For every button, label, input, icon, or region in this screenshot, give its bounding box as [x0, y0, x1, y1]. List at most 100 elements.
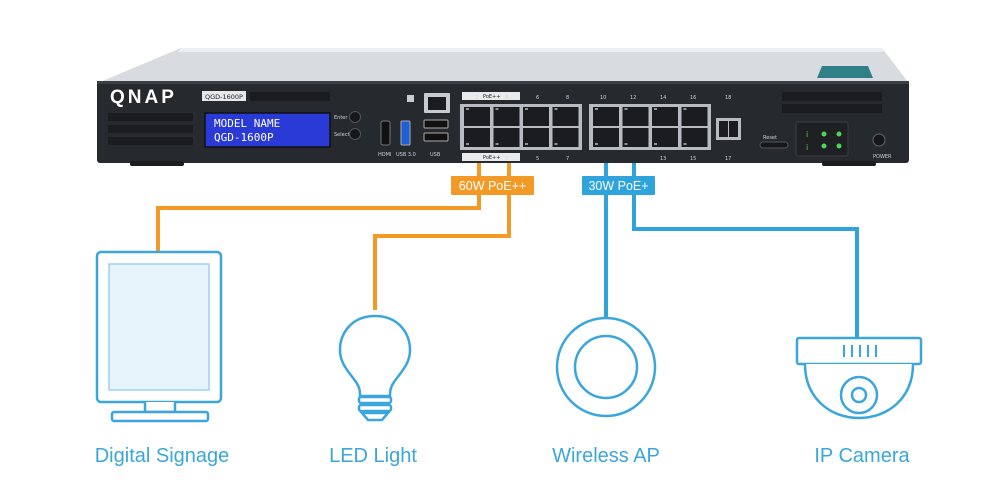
enter-button[interactable]: [349, 111, 361, 123]
model-tag: QGD-1600P: [205, 93, 243, 101]
port-number-label: 6: [536, 95, 539, 101]
port-led: [554, 143, 558, 145]
port-number-label: 16: [690, 95, 696, 101]
status-led-1: i: [806, 130, 808, 139]
port-number-label: 14: [660, 95, 666, 101]
port-number-label: 12: [630, 95, 636, 101]
port-led: [683, 143, 687, 145]
rj45-port[interactable]: [593, 107, 619, 126]
port-led: [466, 108, 469, 110]
rj45-port[interactable]: [652, 128, 678, 147]
port-number-label: 10: [600, 95, 606, 101]
switch-foot-left: [130, 161, 184, 166]
rj45-port[interactable]: [464, 107, 490, 126]
switch-top-surface: [100, 48, 908, 82]
rj45-port[interactable]: [652, 107, 678, 126]
port-number-label: 18: [725, 95, 731, 101]
hdmi-port[interactable]: [380, 120, 391, 146]
lcd-screen: [204, 112, 331, 148]
usb-port-1[interactable]: [423, 119, 449, 129]
sfp-port-2[interactable]: [729, 121, 738, 137]
port-number-label: 15: [690, 156, 696, 162]
port-led: [654, 143, 657, 145]
port-number-label: 7: [566, 156, 569, 162]
power-button[interactable]: [872, 133, 886, 147]
port-led: [525, 143, 528, 145]
port-led: [624, 143, 628, 145]
hdmi-label: HDMI: [378, 152, 391, 158]
usb-label: USB: [430, 152, 441, 158]
device-label-led-light: LED Light: [329, 445, 417, 467]
rj45-port[interactable]: [493, 107, 520, 126]
switch-sticker: [817, 66, 873, 78]
port-led: [466, 143, 469, 145]
port-led: [495, 143, 499, 145]
rj45-port[interactable]: [523, 128, 549, 147]
port-led: [495, 108, 499, 110]
port-led: [595, 143, 598, 145]
port-number-label: 8: [566, 95, 569, 101]
vent-grille-right: [782, 92, 882, 113]
rj45-port[interactable]: [681, 107, 708, 126]
rj45-port[interactable]: [593, 128, 619, 147]
port-led: [554, 108, 558, 110]
lcd-line-1: MODEL NAME: [214, 117, 280, 130]
rj45-block-2: [589, 104, 711, 150]
status-led-panel: [795, 121, 849, 157]
rj45-port[interactable]: [464, 128, 490, 147]
switch-foot-right: [822, 161, 876, 166]
rj45-port[interactable]: [552, 128, 579, 147]
rj45-block-1: [460, 104, 582, 150]
brand-logo: QNAP: [110, 87, 177, 108]
port-led: [624, 108, 628, 110]
poe-tag-top: PoE++: [483, 94, 500, 100]
usb3-port[interactable]: [400, 120, 411, 146]
rj45-port[interactable]: [681, 128, 708, 147]
light-bulb-icon: [338, 314, 412, 422]
usb-port-2[interactable]: [423, 132, 449, 142]
port-number-label: 4: [505, 95, 508, 101]
reset-button[interactable]: [759, 141, 789, 149]
line-to-digital-signage: [156, 137, 481, 252]
sfp-ports: [716, 118, 741, 140]
usb3-label: USB 3.0: [396, 152, 416, 158]
monitor-icon: [95, 250, 223, 423]
lcd-line-2: QGD-1600P: [214, 131, 274, 144]
blue-poe-lines: [604, 137, 859, 338]
device-label-wireless-ap: Wireless AP: [552, 445, 660, 467]
select-button-label: Select: [334, 132, 349, 138]
ip-camera-icon: [795, 336, 923, 420]
port-number-label: 13: [660, 156, 666, 162]
port-led: [525, 108, 528, 110]
port-number-label: 5: [536, 156, 539, 162]
wireless-ap-icon: [555, 316, 657, 418]
rj45-port[interactable]: [523, 107, 549, 126]
port-led: [595, 108, 598, 110]
line-to-ip-camera: [632, 137, 859, 338]
vent-grille-left: [108, 92, 330, 145]
badge-30w-poe: 30W PoE+: [582, 176, 655, 195]
status-led-2: i: [806, 143, 808, 152]
port-number-label: 3: [505, 156, 508, 162]
badge-60w-poe: 60W PoE++: [451, 176, 534, 195]
select-button[interactable]: [349, 128, 361, 140]
rj45-port[interactable]: [493, 128, 520, 147]
enter-button-label: Enter: [334, 115, 348, 121]
device-label-ip-camera: IP Camera: [814, 445, 910, 467]
poe-tag-bottom: PoE++: [483, 155, 500, 161]
port-led: [683, 108, 687, 110]
device-label-digital-signage: Digital Signage: [95, 445, 230, 467]
port-number-label: 17: [725, 156, 731, 162]
port-number-label: 2: [475, 95, 478, 101]
rj45-port[interactable]: [622, 107, 649, 126]
power-label: POWER: [873, 154, 892, 160]
rj45-port[interactable]: [622, 128, 649, 147]
rj45-port[interactable]: [552, 107, 579, 126]
badge-60w-poe-text: 60W PoE++: [459, 179, 526, 193]
badge-30w-poe-text: 30W PoE+: [588, 179, 648, 193]
network-switch: QNAP QGD-1600P MODEL NAME QGD-1600P Ente…: [97, 48, 909, 166]
reset-label: Reset: [763, 135, 777, 141]
port-led: [654, 108, 657, 110]
sfp-port-1[interactable]: [719, 121, 728, 137]
